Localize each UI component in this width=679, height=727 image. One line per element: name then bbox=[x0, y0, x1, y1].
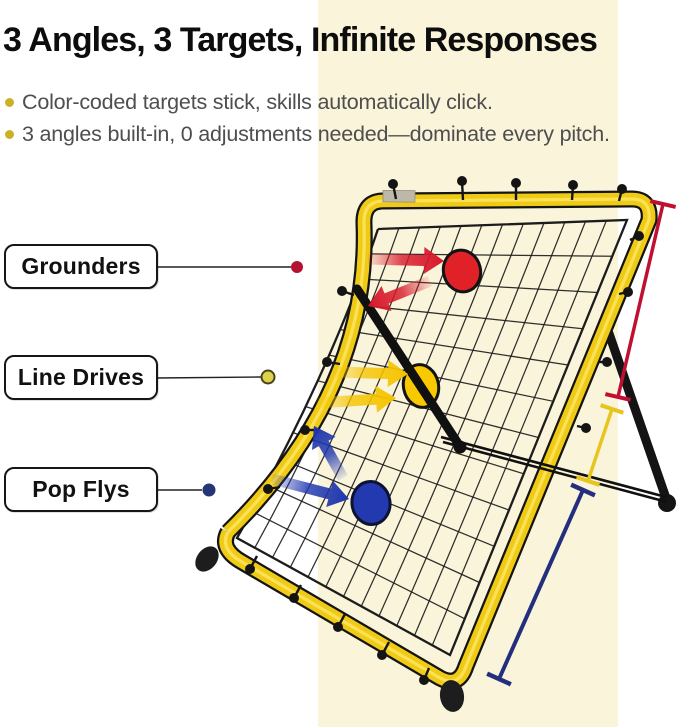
measurement-lines bbox=[486, 199, 677, 687]
callout-label: Grounders bbox=[21, 253, 141, 279]
stand-rear-leg bbox=[600, 317, 676, 512]
pop-flys-dot bbox=[202, 483, 216, 497]
blue-arrow-up bbox=[312, 426, 348, 481]
angle-bar-clamp bbox=[352, 284, 362, 294]
bullet-text: Color-coded targets stick, skills automa… bbox=[22, 89, 493, 114]
measure-cap bbox=[486, 671, 512, 687]
callout-label: Line Drives bbox=[17, 364, 145, 390]
bungee-knob bbox=[333, 622, 343, 632]
callout-grounders: Grounders bbox=[4, 244, 158, 289]
frame-foot-left bbox=[195, 546, 219, 572]
bullet-item: Color-coded targets stick, skills automa… bbox=[5, 86, 610, 118]
bungee-knob bbox=[245, 564, 255, 574]
trajectory-arrows bbox=[270, 247, 444, 507]
bungee-knob bbox=[617, 184, 627, 194]
callout-pop-flys: Pop Flys bbox=[4, 467, 158, 512]
yellow-arrow-out bbox=[315, 385, 396, 413]
measure-line-blue bbox=[486, 482, 596, 687]
frame-grip-sleeve bbox=[382, 189, 416, 203]
bungee-knob bbox=[623, 287, 633, 297]
bullet-dot-icon bbox=[5, 97, 14, 107]
measure-cap bbox=[570, 482, 596, 498]
rebounder-frame bbox=[195, 189, 658, 712]
bungee-knob bbox=[581, 423, 591, 433]
bungee-knob bbox=[263, 484, 273, 494]
cross-bar-upper bbox=[440, 435, 667, 499]
callout-leaders bbox=[155, 261, 303, 497]
stand-foot bbox=[658, 494, 676, 512]
bungee-knob bbox=[322, 357, 332, 367]
bungee-knob bbox=[511, 178, 521, 188]
target-red bbox=[441, 248, 483, 294]
bullet-text: 3 angles built-in, 0 adjustments needed—… bbox=[22, 121, 610, 146]
callout-label: Pop Flys bbox=[32, 476, 130, 502]
bullet-list: Color-coded targets stick, skills automa… bbox=[5, 86, 610, 150]
blue-arrow-in bbox=[270, 473, 349, 507]
angle-bar bbox=[352, 284, 464, 450]
bungee-knob bbox=[289, 593, 299, 603]
bullet-item: 3 angles built-in, 0 adjustments needed—… bbox=[5, 118, 610, 150]
frame-sheen bbox=[223, 197, 651, 683]
bungee-knobs bbox=[245, 176, 644, 685]
bungee-knob bbox=[419, 675, 429, 685]
bullet-dot-icon bbox=[5, 129, 14, 139]
yellow-arrow-in bbox=[331, 360, 408, 387]
bungee-knob bbox=[300, 425, 310, 435]
red-arrow-in bbox=[367, 247, 444, 274]
measure-cap bbox=[599, 403, 625, 415]
target-blue bbox=[350, 480, 392, 526]
measure-cap bbox=[649, 199, 677, 209]
measure-line-yellow bbox=[575, 403, 625, 487]
bungee-knob bbox=[602, 357, 612, 367]
measure-cap bbox=[575, 475, 601, 487]
cross-bar-lower bbox=[442, 440, 668, 504]
bungee-knob bbox=[568, 180, 578, 190]
red-arrow-out bbox=[368, 275, 433, 311]
line-drives-leader bbox=[155, 376, 262, 379]
bungee-knob bbox=[337, 286, 347, 296]
frame-foot-bottom bbox=[439, 680, 465, 712]
line-drives-dot bbox=[260, 369, 276, 385]
measure-cap bbox=[604, 392, 632, 402]
page-title: 3 Angles, 3 Targets, Infinite Responses bbox=[3, 21, 598, 59]
measure-line-red bbox=[604, 199, 677, 402]
bungee-knob bbox=[388, 179, 398, 189]
stand-bars bbox=[352, 284, 668, 504]
grounders-dot bbox=[291, 261, 303, 273]
bungee-knob bbox=[457, 176, 467, 186]
callout-line-drives: Line Drives bbox=[4, 355, 158, 400]
angle-bar-joint bbox=[453, 440, 467, 454]
bungee-knob bbox=[377, 650, 387, 660]
bungee-knob bbox=[634, 231, 644, 241]
